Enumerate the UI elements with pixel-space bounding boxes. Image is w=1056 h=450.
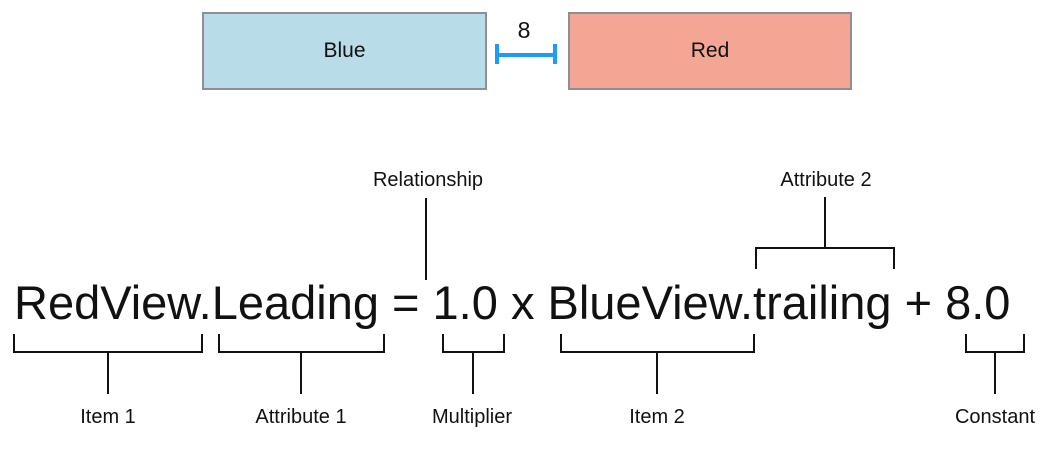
item1-bracket [13, 334, 203, 353]
item2-bracket-stem [656, 352, 658, 394]
attribute1-bracket [218, 334, 385, 353]
multiplier-label: Multiplier [431, 406, 513, 428]
blue-view-label: Blue [323, 39, 366, 62]
spacing-i-beam-bar [495, 53, 557, 57]
constant-bracket [965, 334, 1025, 353]
constraint-equation: RedView.Leading = 1.0 x BlueView.trailin… [14, 276, 1011, 329]
blue-view-box: Blue [202, 12, 487, 90]
red-view-label: Red [690, 39, 730, 62]
multiplier-bracket-stem [472, 352, 474, 394]
spacing-value-label: 8 [517, 17, 531, 43]
spacing-i-beam-right-cap [553, 44, 557, 64]
red-view-box: Red [568, 12, 852, 90]
attribute1-bracket-stem [300, 352, 302, 394]
item2-label: Item 2 [629, 406, 685, 428]
attribute2-overbrace [755, 247, 895, 269]
item1-label: Item 1 [80, 406, 136, 428]
multiplier-bracket [442, 334, 505, 353]
attribute2-pointer-line [824, 197, 826, 247]
item2-bracket [560, 334, 755, 353]
spacing-i-beam-left-cap [495, 44, 499, 64]
attribute1-label: Attribute 1 [255, 406, 347, 428]
constant-label: Constant [954, 406, 1036, 428]
relationship-label: Relationship [372, 169, 484, 191]
item1-bracket-stem [107, 352, 109, 394]
constant-bracket-stem [994, 352, 996, 394]
relationship-pointer-line [425, 198, 427, 280]
attribute2-label: Attribute 2 [780, 169, 872, 191]
